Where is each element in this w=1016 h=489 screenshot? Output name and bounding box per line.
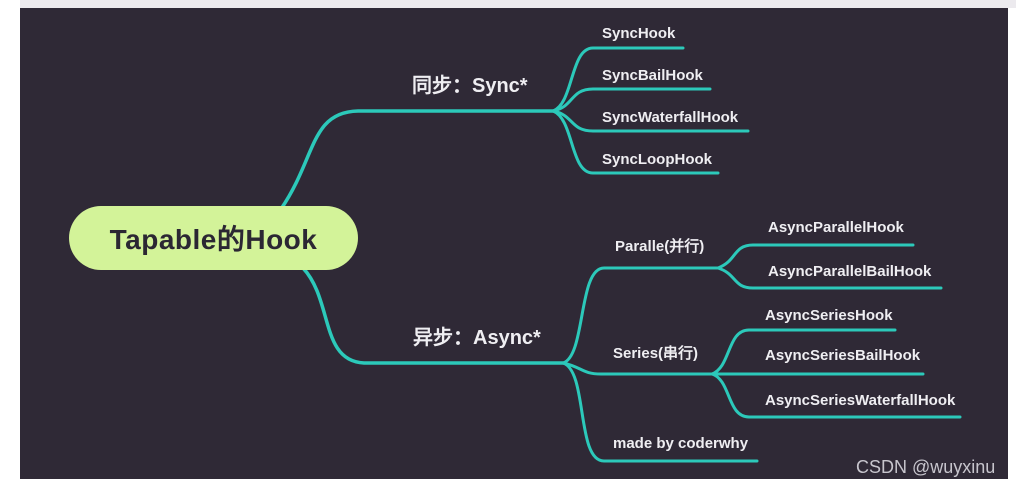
- node-root-label: Tapable的Hook: [109, 224, 318, 255]
- node-syncwaterfallhook[interactable]: SyncWaterfallHook: [602, 109, 739, 126]
- connector-series-to-asyncserieshook: [710, 328, 897, 376]
- connector-root-to-async: [301, 266, 565, 365]
- node-sync[interactable]: 同步：Sync*: [412, 75, 528, 97]
- connector-sync-to-syncwaterfallhook: [551, 109, 750, 133]
- connector-sync-to-syncloophook: [551, 109, 720, 175]
- node-asyncseriesbailhook[interactable]: AsyncSeriesBailHook: [765, 347, 921, 364]
- node-synchook[interactable]: SyncHook: [602, 25, 676, 42]
- connector-async-to-parallel: [561, 266, 720, 365]
- node-parallel[interactable]: Paralle(并行): [615, 238, 705, 255]
- connector-sync-to-syncbailhook: [551, 87, 712, 113]
- csdn-watermark: CSDN @wuyxinu: [856, 457, 996, 477]
- connector-series-to-asyncserieswaterfallhook: [710, 372, 962, 419]
- node-syncloophook[interactable]: SyncLoopHook: [602, 151, 713, 168]
- connector-parallel-to-asyncparallelhook: [716, 243, 915, 270]
- node-asyncparallelbailhook[interactable]: AsyncParallelBailHook: [768, 263, 932, 280]
- node-credit[interactable]: made by coderwhy: [613, 435, 749, 452]
- node-series[interactable]: Series(串行): [613, 345, 699, 362]
- node-asyncserieshook[interactable]: AsyncSeriesHook: [765, 307, 893, 324]
- node-asyncparallelhook[interactable]: AsyncParallelHook: [768, 219, 904, 236]
- connector-async-to-credit: [561, 361, 759, 463]
- node-root[interactable]: Tapable的Hook: [69, 206, 358, 270]
- node-asyncserieswaterfallhook[interactable]: AsyncSeriesWaterfallHook: [765, 392, 956, 409]
- node-async[interactable]: 异步：Async*: [413, 327, 541, 349]
- connector-parallel-to-asyncparallelbailhook: [716, 266, 943, 290]
- page-top-strip: [20, 0, 1016, 8]
- connector-root-to-sync: [279, 109, 555, 211]
- node-syncbailhook[interactable]: SyncBailHook: [602, 67, 703, 84]
- connector-sync-to-synchook: [551, 46, 685, 113]
